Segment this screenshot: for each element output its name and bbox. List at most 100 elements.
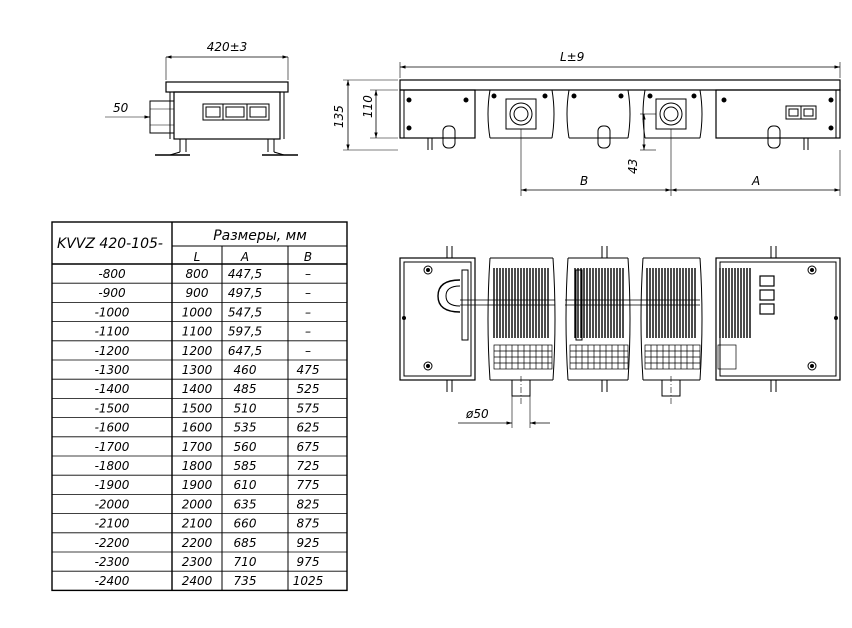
pipe-bend (437, 279, 461, 313)
table-cell-b: – (305, 305, 311, 319)
table-cell-a: 447,5 (228, 267, 262, 281)
table-row: -2100 2100 660 875 (95, 517, 320, 531)
table-row: -800 800 447,5 – (98, 267, 311, 281)
table-cell-b: 975 (297, 555, 320, 569)
table-row: -2300 2300 710 975 (95, 555, 320, 569)
table-cell-a: 597,5 (228, 325, 262, 339)
height-outer-label: 135 (332, 105, 346, 128)
table-cell-a: 610 (234, 478, 257, 492)
table-row: -2400 2400 735 1025 (95, 574, 324, 588)
table-cell-model: -1700 (95, 440, 130, 454)
table-row: -1900 1900 610 775 (95, 478, 320, 492)
table-row: -1000 1000 547,5 – (95, 305, 311, 319)
table-cell-l: 2000 (182, 497, 213, 511)
column-header-b: B (304, 250, 312, 264)
table-cell-b: 725 (297, 459, 320, 473)
width-dimension-label: 420±3 (207, 40, 248, 54)
column-header-a: A (240, 250, 249, 264)
table-cell-model: -1500 (95, 401, 130, 415)
table-cell-l: 1600 (182, 421, 213, 435)
dim-b-label: B (580, 174, 588, 188)
table-cell-l: 2200 (182, 536, 213, 550)
table-cell-b: – (305, 267, 311, 281)
table-cell-a: 560 (234, 440, 257, 454)
table-cell-l: 1000 (182, 305, 213, 319)
table-cell-l: 1900 (182, 478, 213, 492)
table-cell-b: 575 (297, 401, 320, 415)
side-housing (173, 91, 281, 140)
length-dimension-label: L±9 (560, 50, 584, 64)
table-cell-a: 647,5 (228, 344, 262, 358)
table-cell-b: – (305, 344, 311, 358)
table-cell-model: -2100 (95, 517, 130, 531)
table-cell-model: -1900 (95, 478, 130, 492)
table-row: -1100 1100 597,5 – (95, 325, 311, 339)
table-cell-a: 660 (234, 517, 257, 531)
heat-exchanger-fins (493, 268, 751, 338)
table-cell-b: – (305, 286, 311, 300)
grille-section (493, 344, 737, 370)
table-cell-l: 800 (186, 267, 209, 281)
dimension-table: KVVZ 420-105- Размеры, мм L A B -800 800 4… (51, 221, 348, 592)
table-cell-l: 1300 (182, 363, 213, 377)
diameter-dimension-label: ø50 (465, 407, 489, 421)
table-cell-l: 900 (186, 286, 209, 300)
table-cell-model: -1000 (95, 305, 130, 319)
table-cell-b: 825 (297, 497, 320, 511)
table-cell-l: 2400 (182, 574, 213, 588)
table-cell-a: 535 (234, 421, 257, 435)
pipe-offset-label: 43 (626, 159, 640, 174)
plan-view (399, 246, 841, 428)
table-cell-model: -1100 (95, 325, 130, 339)
table-cell-l: 2100 (182, 517, 213, 531)
table-cell-b: 1025 (293, 574, 324, 588)
height-inner-label: 110 (361, 95, 375, 118)
table-row: -1800 1800 585 725 (95, 459, 320, 473)
front-view (343, 62, 841, 196)
table-group-header: Размеры, мм (213, 228, 307, 244)
table-cell-model: -1600 (95, 421, 130, 435)
table-cell-l: 2300 (182, 555, 213, 569)
table-cell-model: -1300 (95, 363, 130, 377)
table-cell-model: -2400 (95, 574, 130, 588)
table-cell-l: 1500 (182, 401, 213, 415)
table-row: -1700 1700 560 675 (95, 440, 320, 454)
table-cell-a: 485 (234, 382, 257, 396)
table-cell-a: 585 (234, 459, 257, 473)
table-cell-a: 635 (234, 497, 257, 511)
table-row: -1500 1500 510 575 (95, 401, 320, 415)
table-cell-model: -2200 (95, 536, 130, 550)
table-cell-model: -2300 (95, 555, 130, 569)
table-cell-model: -1800 (95, 459, 130, 473)
table-cell-l: 1400 (182, 382, 213, 396)
table-cell-b: 925 (297, 536, 320, 550)
table-model-header: KVVZ 420-105- (57, 236, 163, 252)
table-cell-l: 1100 (182, 325, 213, 339)
dim-a-label: A (751, 174, 760, 188)
table-cell-b: 675 (297, 440, 320, 454)
table-cell-b: 875 (297, 517, 320, 531)
table-cell-b: – (305, 325, 311, 339)
column-header-l: L (194, 250, 201, 264)
table-cell-a: 547,5 (228, 305, 262, 319)
table-cell-b: 475 (297, 363, 320, 377)
table-cell-l: 1700 (182, 440, 213, 454)
table-cell-a: 710 (234, 555, 257, 569)
table-cell-a: 735 (234, 574, 257, 588)
table-cell-l: 1800 (182, 459, 213, 473)
table-cell-a: 510 (234, 401, 257, 415)
table-cell-b: 525 (297, 382, 320, 396)
table-row: -2000 2000 635 825 (95, 497, 320, 511)
table-row: -1400 1400 485 525 (95, 382, 320, 396)
table-cell-model: -2000 (95, 497, 130, 511)
inlet-dimension-label: 50 (113, 101, 129, 115)
side-view (105, 55, 298, 156)
table-cell-model: -800 (98, 267, 126, 281)
table-cell-model: -1400 (95, 382, 130, 396)
table-cell-b: 775 (297, 478, 320, 492)
